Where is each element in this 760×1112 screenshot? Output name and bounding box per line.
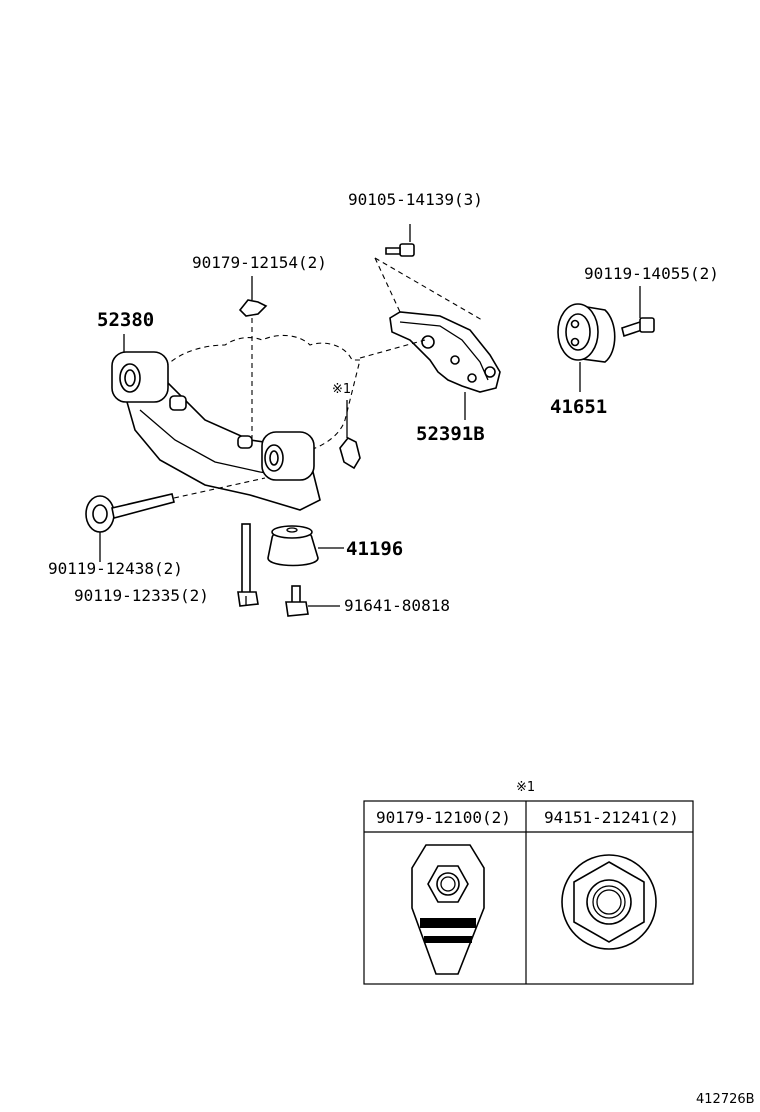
ref-table: ※1 90179-12100(2) 94151-21241(2)	[363, 780, 694, 985]
label-90105-14139: 90105-14139(3)	[348, 190, 483, 209]
nut-90179-12154	[238, 299, 268, 440]
bolt-90105-14139	[385, 243, 415, 257]
label-91641-80818: 91641-80818	[344, 596, 450, 615]
bracket-52391B	[389, 311, 501, 393]
nut-90179-12100	[411, 844, 485, 975]
bolt-90119-12438	[85, 477, 266, 562]
label-41651: 41651	[550, 396, 607, 418]
label-ref-1: ※1	[332, 382, 351, 397]
label-52380: 52380	[97, 309, 154, 331]
label-41196: 41196	[346, 538, 403, 560]
nut-94151-21241	[561, 854, 657, 950]
engine-outline	[159, 334, 361, 451]
ref-table-title: ※1	[516, 780, 535, 795]
label-90179-12154: 90179-12154(2)	[192, 253, 327, 272]
figure-id: 412726B	[696, 1092, 755, 1107]
nut-ref-1	[339, 400, 361, 470]
label-90119-12438: 90119-12438(2)	[48, 559, 183, 578]
bolt-90119-14055	[621, 286, 655, 338]
stopper-41196	[267, 525, 344, 567]
ref-table-header-2: 94151-21241(2)	[544, 808, 679, 827]
crossmember-52380	[111, 351, 321, 511]
label-90119-12335: 90119-12335(2)	[74, 586, 209, 605]
ref-table-header-1: 90179-12100(2)	[376, 808, 511, 827]
label-90119-14055: 90119-14055(2)	[584, 264, 719, 283]
bolt-91641-80818	[285, 585, 340, 617]
label-52391B: 52391B	[416, 423, 485, 445]
mount-41651	[557, 303, 616, 392]
bolt-90119-12335	[237, 523, 259, 607]
